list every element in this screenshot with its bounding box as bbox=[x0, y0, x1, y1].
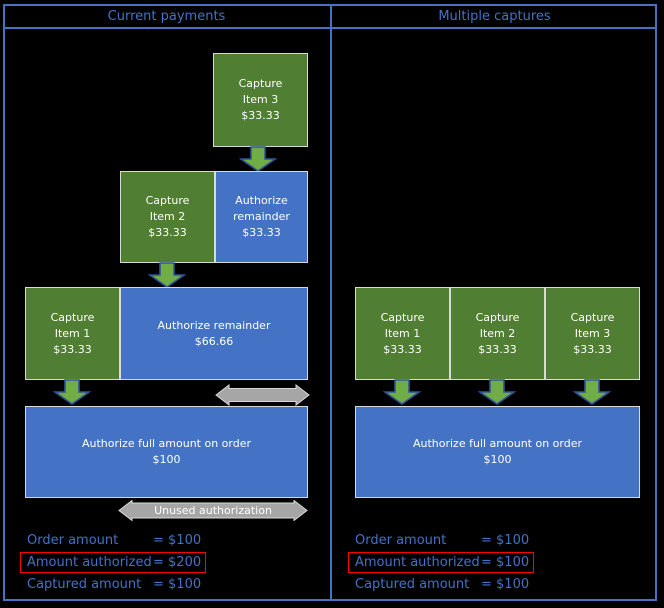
down-arrow-icon bbox=[573, 379, 611, 405]
down-arrow-icon bbox=[383, 379, 421, 405]
box-amount: $33.33 bbox=[241, 109, 280, 122]
stat-captured-amount: Captured amount = $100 bbox=[20, 574, 206, 595]
down-arrow-icon bbox=[478, 379, 516, 405]
capture-item-3-box: Capture Item 3 $33.33 bbox=[545, 287, 640, 380]
authorize-remainder-33-box: Authorize remainder $33.33 bbox=[215, 171, 308, 263]
stat-value: = $100 bbox=[481, 533, 530, 548]
box-amount: $33.33 bbox=[148, 226, 187, 239]
box-amount: $100 bbox=[483, 453, 512, 466]
stat-label: Captured amount bbox=[355, 577, 470, 592]
capture-item-1-box: Capture Item 1 $33.33 bbox=[25, 287, 120, 380]
box-line: Capture bbox=[570, 310, 615, 324]
stat-order-amount: Order amount = $100 bbox=[348, 530, 534, 551]
column-divider bbox=[330, 4, 332, 601]
box-line: Item 3 bbox=[242, 93, 279, 106]
down-arrow-icon bbox=[239, 146, 277, 172]
stat-value: = $100 bbox=[481, 555, 530, 570]
stat-label: Order amount bbox=[27, 533, 119, 548]
stat-value: = $100 bbox=[153, 533, 202, 548]
left-stats: Order amount = $100 Amount authorized = … bbox=[20, 530, 207, 596]
right-column-title: Multiple captures bbox=[438, 9, 551, 24]
box-line: Capture bbox=[50, 310, 95, 324]
box-amount: $33.33 bbox=[242, 226, 281, 239]
box-line: Item 3 bbox=[574, 326, 611, 340]
stat-amount-authorized: Amount authorized = $200 bbox=[20, 552, 207, 573]
authorize-remainder-66-box: Authorize remainder $66.66 bbox=[120, 287, 308, 380]
box-amount: $33.33 bbox=[478, 342, 517, 356]
stat-order-amount: Order amount = $100 bbox=[20, 530, 206, 551]
box-line: Authorize full amount on order bbox=[412, 437, 583, 450]
box-amount: $33.33 bbox=[573, 342, 612, 356]
box-line: Item 1 bbox=[384, 326, 421, 340]
stat-value: = $100 bbox=[481, 577, 530, 592]
double-arrow-icon bbox=[215, 384, 310, 406]
box-amount: $33.33 bbox=[53, 342, 92, 356]
capture-item-3-box: Capture Item 3 $33.33 bbox=[213, 53, 308, 147]
box-line: Item 2 bbox=[479, 326, 516, 340]
double-arrow-icon bbox=[118, 499, 308, 522]
box-line: Capture bbox=[145, 194, 190, 207]
authorize-full-amount-box: Authorize full amount on order $100 bbox=[25, 406, 308, 498]
unused-authorization-label: Unused authorization bbox=[154, 504, 272, 517]
box-line: Item 1 bbox=[54, 326, 91, 340]
stat-label: Amount authorized bbox=[355, 555, 480, 570]
right-stats: Order amount = $100 Amount authorized = … bbox=[348, 530, 535, 596]
unused-authorization-arrow: Unused authorization bbox=[118, 499, 308, 522]
stat-value: = $100 bbox=[153, 577, 202, 592]
box-line: Authorize full amount on order bbox=[81, 437, 252, 450]
stat-captured-amount: Captured amount = $100 bbox=[348, 574, 534, 595]
stat-label: Order amount bbox=[355, 533, 447, 548]
box-line: Capture bbox=[238, 77, 283, 90]
stat-label: Amount authorized bbox=[27, 555, 152, 570]
box-line: remainder bbox=[233, 210, 290, 223]
stat-amount-authorized: Amount authorized = $100 bbox=[348, 552, 535, 573]
capture-item-2-box: Capture Item 2 $33.33 bbox=[120, 171, 215, 263]
down-arrow-icon bbox=[53, 379, 91, 405]
box-line: Capture bbox=[475, 310, 520, 324]
box-line: Authorize remainder bbox=[157, 318, 271, 332]
box-amount: $66.66 bbox=[194, 334, 234, 348]
stat-label: Captured amount bbox=[27, 577, 142, 592]
box-amount: $100 bbox=[152, 453, 181, 466]
box-amount: $33.33 bbox=[383, 342, 422, 356]
down-arrow-icon bbox=[148, 262, 186, 288]
box-line: Authorize bbox=[235, 194, 288, 207]
box-line: Capture bbox=[380, 310, 425, 324]
box-line: Item 2 bbox=[149, 210, 186, 223]
stat-value: = $200 bbox=[153, 555, 202, 570]
left-column-title: Current payments bbox=[107, 9, 226, 24]
authorize-full-amount-box: Authorize full amount on order $100 bbox=[355, 406, 640, 498]
capture-item-1-box: Capture Item 1 $33.33 bbox=[355, 287, 450, 380]
header-underline bbox=[3, 27, 657, 29]
capture-item-2-box: Capture Item 2 $33.33 bbox=[450, 287, 545, 380]
